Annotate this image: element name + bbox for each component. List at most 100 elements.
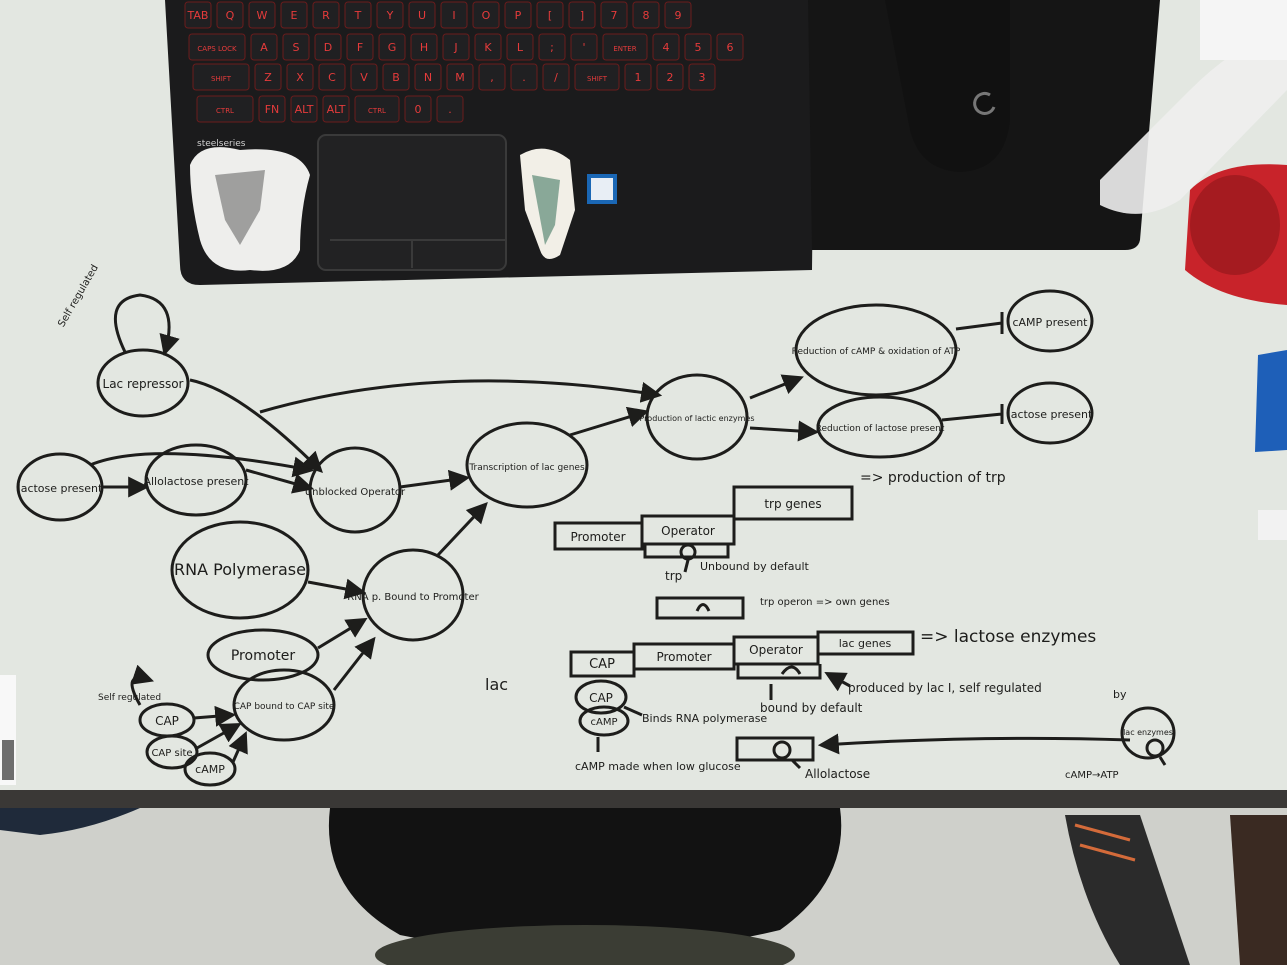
key[interactable] <box>378 33 406 61</box>
key[interactable] <box>542 63 570 91</box>
key-label: P <box>515 9 522 22</box>
node-cap-bound <box>232 668 336 742</box>
label-allolactose: Allolactose present <box>143 475 249 488</box>
label-lactose-right: lactose present <box>1008 408 1093 421</box>
key[interactable] <box>504 1 532 29</box>
key[interactable] <box>440 1 468 29</box>
lac-binds-text: Binds RNA polymerase <box>642 712 767 725</box>
desk-edge <box>0 790 1287 808</box>
key[interactable] <box>478 63 506 91</box>
key[interactable] <box>442 33 470 61</box>
key[interactable] <box>250 33 278 61</box>
key[interactable] <box>716 33 744 61</box>
key[interactable] <box>350 63 378 91</box>
key[interactable] <box>376 1 404 29</box>
key[interactable] <box>192 63 250 91</box>
key[interactable] <box>684 33 712 61</box>
label-unblocked-operator: Unblocked Operator <box>305 487 406 498</box>
key-label: 2 <box>667 71 674 84</box>
key[interactable] <box>506 33 534 61</box>
node-transcription <box>465 421 589 509</box>
lac-enzymes-glyph <box>1120 706 1176 760</box>
key[interactable] <box>408 1 436 29</box>
key-label: E <box>291 9 298 22</box>
key[interactable] <box>346 33 374 61</box>
key[interactable] <box>258 95 286 123</box>
label-camp: cAMP <box>195 763 225 776</box>
key-label: 3 <box>699 71 706 84</box>
key[interactable] <box>196 95 254 123</box>
key-label: U <box>418 9 426 22</box>
key-label: ALT <box>295 103 314 116</box>
logitech-logo <box>973 91 996 115</box>
key[interactable] <box>248 1 276 29</box>
key[interactable] <box>624 63 652 91</box>
key[interactable] <box>282 33 310 61</box>
label-camp-present: cAMP present <box>1012 316 1088 329</box>
key[interactable] <box>656 63 684 91</box>
key[interactable] <box>574 63 620 91</box>
key[interactable] <box>322 95 350 123</box>
mouse[interactable] <box>885 0 1010 172</box>
key-label: Z <box>264 71 272 84</box>
lac-cap-glyph <box>574 679 628 715</box>
key[interactable] <box>188 33 246 61</box>
lac-camp-atp: cAMP→ATP <box>1065 770 1119 781</box>
key[interactable] <box>354 95 400 123</box>
key[interactable] <box>652 33 680 61</box>
key[interactable] <box>280 1 308 29</box>
key[interactable] <box>216 1 244 29</box>
key[interactable] <box>510 63 538 91</box>
lac-produced-by: produced by lac I, self regulated <box>848 681 1042 695</box>
touchpad[interactable] <box>317 134 507 271</box>
key[interactable] <box>474 33 502 61</box>
key[interactable] <box>538 33 566 61</box>
key[interactable] <box>602 33 648 61</box>
key-label: 8 <box>643 9 650 22</box>
label-reduction-camp: Reduction of cAMP & oxidation of ATP <box>792 347 961 357</box>
key-label: D <box>324 41 332 54</box>
label-cap-bound: CAP bound to CAP site <box>234 702 335 712</box>
key[interactable] <box>436 95 464 123</box>
key-label: , <box>490 71 494 84</box>
chair <box>328 808 842 954</box>
key[interactable] <box>472 1 500 29</box>
key[interactable] <box>446 63 474 91</box>
key[interactable] <box>312 1 340 29</box>
key[interactable] <box>568 1 596 29</box>
key[interactable] <box>344 1 372 29</box>
shoe-lace <box>1074 823 1136 862</box>
key[interactable] <box>688 63 716 91</box>
key-label: I <box>452 9 455 22</box>
key-label: G <box>388 41 397 54</box>
key[interactable] <box>404 95 432 123</box>
key[interactable] <box>414 63 442 91</box>
marker-tip <box>1258 510 1287 540</box>
trp-unbound: Unbound by default <box>700 560 810 573</box>
key[interactable] <box>290 95 318 123</box>
key[interactable] <box>318 63 346 91</box>
key[interactable] <box>570 33 598 61</box>
key[interactable] <box>600 1 628 29</box>
lac-operon-diagram <box>16 289 1176 787</box>
label-transcription: Transcription of lac genes <box>468 463 585 473</box>
key[interactable] <box>382 63 410 91</box>
lac-cap-glyph-text: CAP <box>589 691 613 705</box>
key-label: 6 <box>727 41 734 54</box>
key[interactable] <box>632 1 660 29</box>
node-cap-site <box>145 734 199 770</box>
key[interactable] <box>314 33 342 61</box>
key[interactable] <box>536 1 564 29</box>
key[interactable] <box>254 63 282 91</box>
key[interactable] <box>286 63 314 91</box>
leg <box>1230 815 1287 965</box>
lac-cap-text: CAP <box>589 657 615 672</box>
key-label: C <box>328 71 336 84</box>
key-label: L <box>517 41 524 54</box>
key[interactable] <box>664 1 692 29</box>
key[interactable] <box>410 33 438 61</box>
key[interactable] <box>184 1 212 29</box>
key-label: ' <box>582 41 585 54</box>
label-production: Production of lactic enzymes <box>640 414 755 423</box>
